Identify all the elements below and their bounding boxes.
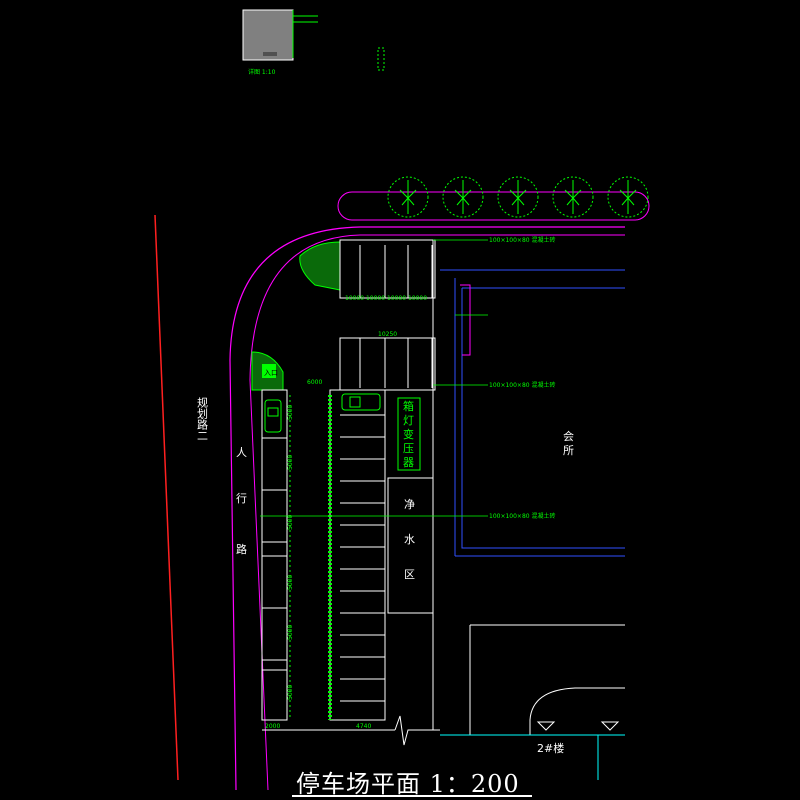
entrance-tag: 入口 — [262, 364, 278, 378]
page-title: 停车场平面 1：200 — [296, 770, 520, 798]
svg-text:6000: 6000 — [307, 379, 322, 386]
svg-text:净: 净 — [404, 497, 415, 511]
svg-text:会: 会 — [563, 430, 574, 443]
svg-text:规划路二: 规划路二 — [196, 396, 209, 441]
transformer-label: 箱 灯 变 压 器 — [403, 399, 414, 469]
clubhouse-outline — [440, 269, 625, 557]
svg-text:2000: 2000 — [265, 723, 280, 730]
svg-text:压: 压 — [403, 442, 414, 455]
level-marker — [536, 721, 620, 731]
transformer-box — [397, 397, 421, 471]
svg-text:水: 水 — [404, 533, 415, 546]
svg-text:100×100×80 混凝土砖: 100×100×80 混凝土砖 — [489, 381, 556, 389]
svg-text:5000: 5000 — [287, 685, 294, 700]
svg-text:区: 区 — [404, 568, 415, 581]
break-line — [394, 715, 440, 746]
svg-text:100×100×80 混凝土砖: 100×100×80 混凝土砖 — [489, 512, 556, 520]
planning-boundary-line — [154, 214, 179, 781]
svg-text:4740: 4740 — [356, 723, 371, 730]
svg-text:5000: 5000 — [287, 515, 294, 530]
road-label: 规划路二 — [196, 396, 209, 441]
dimension-marks: 5000 5000 5000 5000 5000 5000 2000 4740 — [265, 405, 371, 730]
middle-stall-rows — [329, 389, 386, 721]
svg-text:5000: 5000 — [287, 625, 294, 640]
svg-text:10000 10000 10000 10000: 10000 10000 10000 10000 — [345, 295, 427, 302]
building-outline — [469, 624, 625, 735]
spec-labels: 100×100×80 混凝土砖 100×100×80 混凝土砖 100×100×… — [489, 236, 556, 520]
top-dimension-labels: 10000 10000 10000 10000 10250 6000 — [307, 295, 427, 386]
car-icon-middle — [341, 393, 381, 411]
svg-text:人: 人 — [236, 446, 247, 459]
svg-text:5000: 5000 — [287, 455, 294, 470]
spec-leaders — [260, 239, 488, 517]
clubhouse-outline-inner — [460, 284, 471, 356]
svg-text:入口: 入口 — [264, 369, 278, 377]
sidewalk-label: 人 行 路 — [236, 446, 247, 556]
svg-text:箱: 箱 — [403, 399, 414, 413]
svg-text:5000: 5000 — [287, 405, 294, 420]
tree-strip — [337, 191, 650, 221]
road-curb-inner — [249, 234, 625, 791]
car-icon-left — [264, 399, 282, 433]
svg-text:行: 行 — [236, 492, 247, 505]
building-label: 2#楼 — [537, 741, 564, 755]
svg-text:详图 1:10: 详图 1:10 — [248, 68, 276, 76]
svg-text:器: 器 — [403, 456, 414, 469]
clubhouse-label: 会 所 — [563, 430, 574, 457]
left-stall-column — [261, 389, 288, 721]
svg-text:10250: 10250 — [378, 331, 397, 338]
planting-patch-top — [299, 241, 341, 291]
road-curb-outer — [229, 226, 625, 791]
svg-text:100×100×80 混凝土砖: 100×100×80 混凝土砖 — [489, 236, 556, 244]
svg-text:灯: 灯 — [403, 414, 414, 427]
water-zone-label: 净 水 区 — [404, 497, 415, 581]
svg-text:5000: 5000 — [287, 575, 294, 590]
inset-detail: 详图 1:10 — [242, 9, 385, 76]
svg-text:所: 所 — [563, 444, 574, 457]
tree-row — [387, 176, 649, 218]
title-underline — [292, 795, 532, 797]
svg-text:路: 路 — [236, 543, 247, 556]
top-parking-block — [339, 239, 436, 391]
svg-text:变: 变 — [403, 427, 414, 441]
building-curb — [529, 687, 625, 735]
